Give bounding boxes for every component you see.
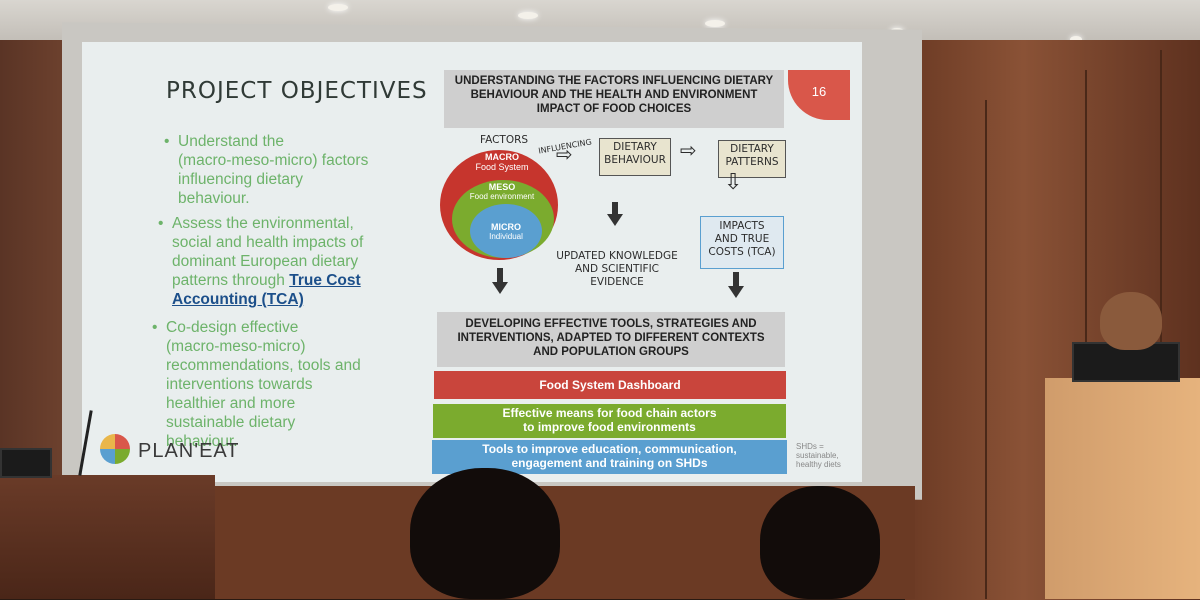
right-arrow-icon: ⇨	[680, 138, 697, 162]
ceiling-light	[518, 12, 538, 19]
micro-title: MICRO	[491, 222, 521, 232]
right-arrow-icon: ⇨	[556, 142, 573, 166]
bullet-line: patterns through	[172, 272, 285, 289]
wall-panel-line	[985, 100, 987, 599]
objective-bullet-2: • Assess the environmental, social and h…	[158, 214, 417, 309]
bar-line: Effective means for food chain actors	[502, 406, 717, 420]
shds-footnote: SHDs = sustainable, healthy diets	[796, 442, 841, 469]
factors-label: FACTORS	[480, 134, 529, 146]
meso-label: MESO Food environment	[457, 182, 547, 202]
header-box: UNDERSTANDING THE FACTORS INFLUENCING DI…	[444, 70, 784, 128]
bullet-line: (macro-meso-micro)	[166, 338, 306, 355]
knowledge-text: UPDATED KNOWLEDGE AND SCIENTIFIC EVIDENC…	[554, 250, 680, 289]
meso-title: MESO	[488, 182, 516, 192]
footnote-line: sustainable,	[796, 451, 839, 460]
ceiling-light	[328, 4, 348, 11]
developing-line: AND POPULATION GROUPS	[533, 346, 689, 358]
bullet-line: interventions towards	[166, 376, 313, 393]
bullet-dot: •	[158, 215, 164, 232]
bullet-line: (macro-meso-micro) factors	[178, 152, 369, 169]
slide-number-badge: 16	[788, 70, 850, 120]
objective-bullet-3: • Co-design effective (macro-meso-micro)…	[152, 318, 411, 451]
wall-panel-line	[1085, 70, 1087, 599]
macro-sub: Food System	[475, 162, 529, 172]
tca-link[interactable]: True Cost	[289, 272, 361, 289]
bullet-line: influencing dietary	[178, 171, 303, 188]
impacts-box: IMPACTS AND TRUE COSTS (TCA)	[700, 216, 784, 269]
podium	[1045, 378, 1200, 599]
micro-circle	[470, 204, 542, 258]
dietary-patterns-box: DIETARY PATTERNS	[718, 140, 786, 178]
bullet-line: behaviour.	[166, 433, 238, 450]
box-line: PATTERNS	[725, 156, 779, 168]
micro-sub: Individual	[489, 232, 523, 241]
left-desk	[0, 475, 215, 599]
food-system-dashboard-bar: Food System Dashboard	[434, 371, 786, 399]
box-line: DIETARY	[730, 143, 774, 155]
box-line: DIETARY	[613, 141, 657, 153]
bar-line: Tools to improve education, communicatio…	[482, 442, 737, 456]
planeat-logo: PLAN'EAT	[138, 440, 240, 462]
box-line: AND TRUE	[714, 233, 770, 245]
down-outline-arrow-icon: ⇩	[724, 170, 743, 195]
bullet-dot: •	[152, 319, 158, 336]
bullet-line: sustainable dietary	[166, 414, 296, 431]
box-line: IMPACTS	[719, 220, 765, 232]
footnote-line: healthy diets	[796, 460, 841, 469]
bullet-line: recommendations, tools and	[166, 357, 361, 374]
objective-bullet-1: • Understand the (macro-meso-micro) fact…	[164, 132, 423, 208]
macro-title: MACRO	[485, 152, 519, 162]
audience-head	[760, 486, 880, 599]
bullet-line: healthier and more	[166, 395, 296, 412]
ceiling-light	[1070, 36, 1082, 43]
bullet-line: Co-design effective	[166, 319, 299, 336]
slide-title: PROJECT OBJECTIVES	[166, 78, 428, 104]
knowledge-line: AND SCIENTIFIC	[574, 263, 660, 275]
macro-label: MACRO Food System	[457, 152, 547, 172]
dietary-behaviour-box: DIETARY BEHAVIOUR	[599, 138, 671, 176]
micro-label: MICRO Individual	[467, 222, 545, 242]
meso-sub: Food environment	[469, 192, 535, 201]
box-line: COSTS (TCA)	[708, 246, 776, 258]
header-line: UNDERSTANDING THE FACTORS INFLUENCING DI…	[454, 75, 774, 87]
box-line: BEHAVIOUR	[604, 154, 666, 166]
bullet-dot: •	[164, 133, 170, 150]
bullet-line: dominant European dietary	[172, 253, 359, 270]
developing-line: INTERVENTIONS, ADAPTED TO DIFFERENT CONT…	[457, 332, 765, 344]
tca-link[interactable]: Accounting (TCA)	[172, 291, 304, 308]
header-line: IMPACT OF FOOD CHOICES	[536, 103, 692, 115]
slide-number: 16	[811, 84, 827, 99]
bullet-line: social and health impacts of	[172, 234, 364, 251]
bullet-line: Assess the environmental,	[172, 215, 354, 232]
header-line: BEHAVIOUR AND THE HEALTH AND ENVIRONMENT	[470, 89, 758, 101]
presentation-slide: PROJECT OBJECTIVES • Understand the (mac…	[82, 42, 862, 482]
speaker-person	[1100, 292, 1162, 350]
down-arrow-icon	[492, 268, 508, 294]
footnote-line: SHDs =	[796, 442, 824, 451]
bar-line: engagement and training on SHDs	[511, 456, 708, 470]
food-chain-actors-bar: Effective means for food chain actors to…	[433, 404, 786, 438]
desk-monitor	[0, 448, 52, 478]
down-arrow-icon	[728, 272, 744, 298]
knowledge-line: UPDATED KNOWLEDGE	[556, 250, 678, 262]
audience-head	[410, 468, 560, 599]
knowledge-line: EVIDENCE	[590, 276, 644, 288]
bar-line: Food System Dashboard	[539, 378, 681, 392]
developing-box: DEVELOPING EFFECTIVE TOOLS, STRATEGIES A…	[437, 312, 785, 367]
ceiling-light	[705, 20, 725, 27]
planeat-globe-icon	[100, 434, 130, 464]
bullet-line: Understand the	[178, 133, 284, 150]
developing-line: DEVELOPING EFFECTIVE TOOLS, STRATEGIES A…	[465, 318, 757, 330]
bar-line: to improve food environments	[523, 420, 696, 434]
bullet-line: behaviour.	[178, 190, 250, 207]
down-arrow-icon	[607, 202, 623, 226]
